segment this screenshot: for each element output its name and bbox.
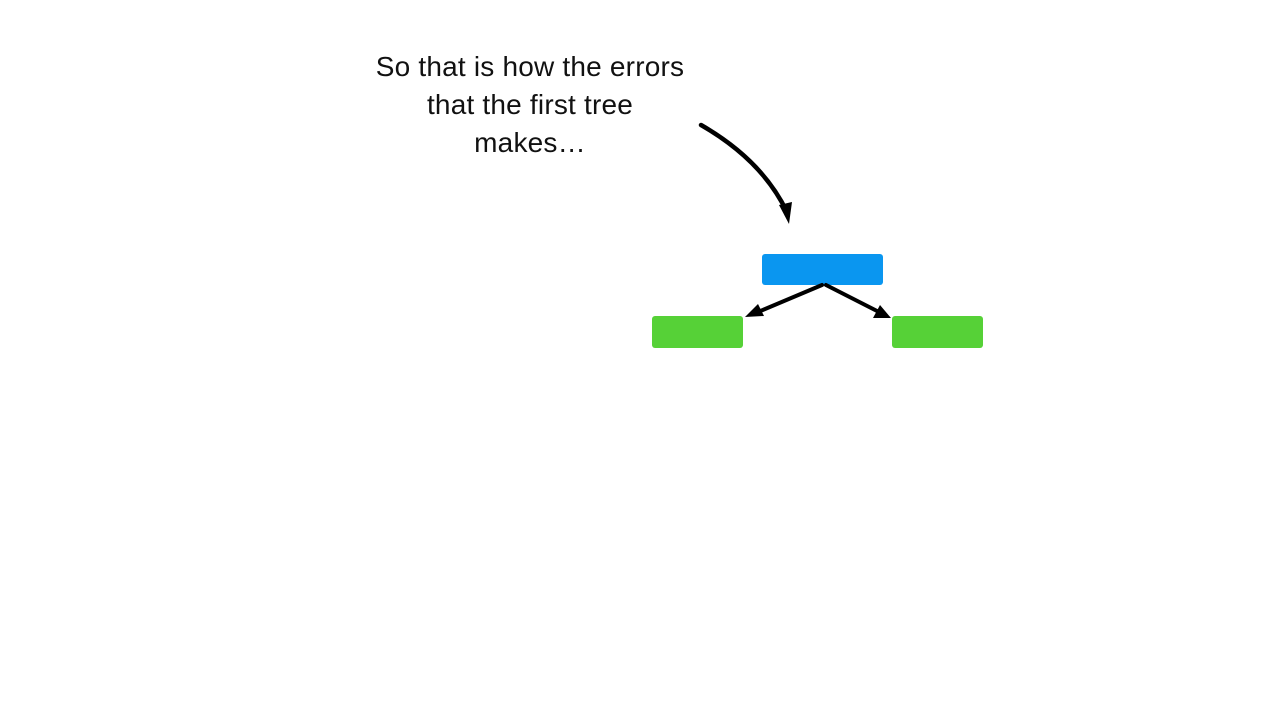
left-leaf-node — [652, 316, 743, 348]
caption-line-2: that the first tree — [426, 89, 634, 120]
pointer-arrow — [698, 122, 790, 215]
right-edge-arrow — [824, 283, 881, 314]
caption-text: So that is how the errors that the first… — [330, 48, 730, 162]
pointer-arrowhead — [779, 202, 792, 224]
left-edge-arrowhead — [745, 304, 764, 317]
left-edge-arrow — [756, 283, 824, 314]
caption-line-1: So that is how the errors — [375, 51, 685, 82]
caption-line-3: makes… — [474, 127, 586, 158]
right-leaf-node — [892, 316, 983, 348]
root-node — [762, 254, 883, 285]
right-edge-arrowhead — [873, 305, 891, 318]
